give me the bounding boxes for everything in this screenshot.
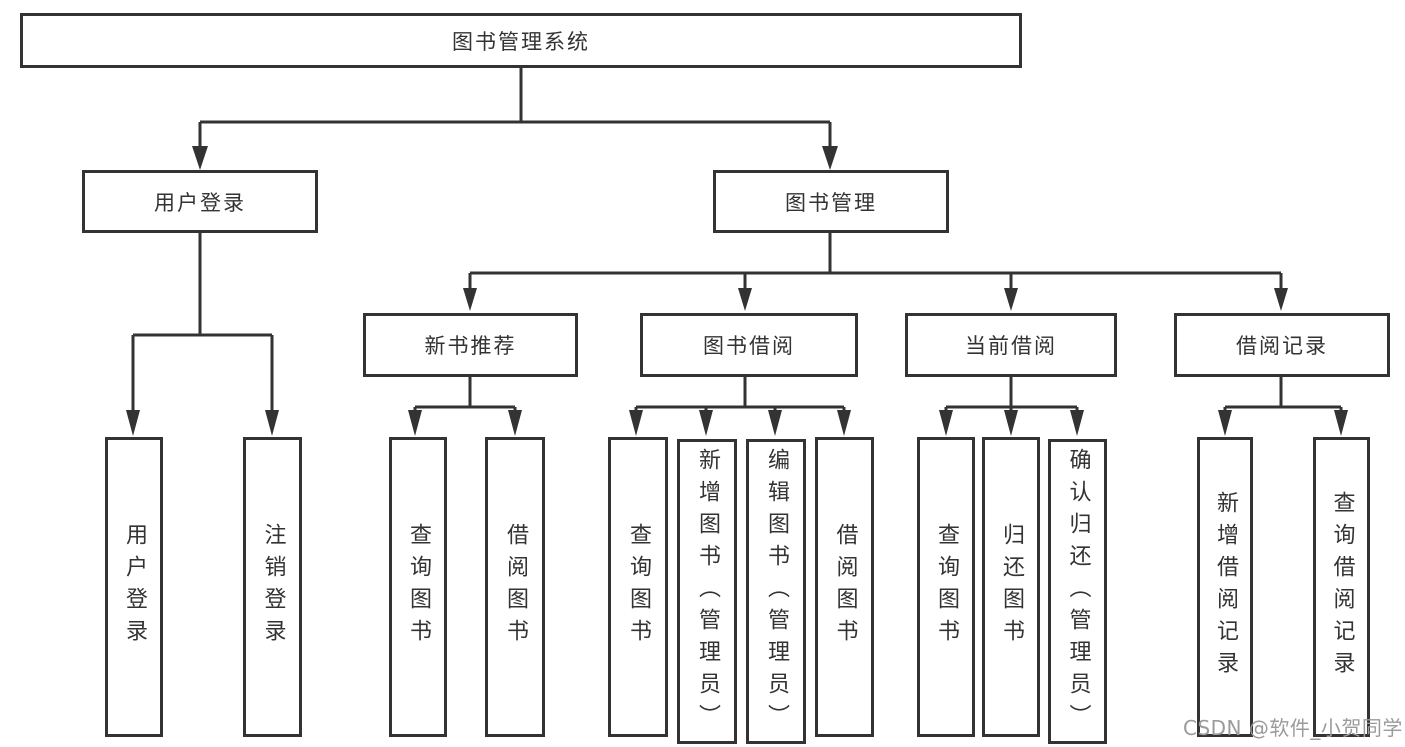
node-user-login: 用户登录	[82, 170, 318, 233]
node-book-management-label: 图书管理	[785, 190, 877, 215]
node-current-borrowing-label: 当前借阅	[965, 334, 1057, 358]
leaf-add-book-admin: 新增图书（管理员）	[677, 439, 737, 744]
leaf-query-borrow-record-label: 查询借阅记录	[1329, 491, 1355, 683]
leaf-add-book-admin-label: 新增图书（管理员）	[695, 447, 720, 736]
leaf-query-books-borrowing: 查询图书	[608, 437, 668, 737]
watermark: CSDN @软件_小贺同学	[1183, 716, 1403, 740]
node-borrowing-records-label: 借阅记录	[1236, 334, 1328, 358]
connector-book-borrowing-children	[629, 377, 851, 436]
leaf-query-books-borrowing-label: 查询图书	[626, 523, 651, 651]
leaf-edit-book-admin-label: 编辑图书（管理员）	[764, 447, 789, 736]
leaf-return-books: 归还图书	[982, 437, 1040, 737]
leaf-query-books-current-label: 查询图书	[934, 523, 959, 651]
connector-user-login-children	[126, 233, 279, 436]
connector-book-management-children	[463, 233, 1288, 311]
leaf-borrow-books-recommend-label: 借阅图书	[503, 523, 528, 651]
leaf-query-borrow-record: 查询借阅记录	[1313, 437, 1370, 737]
connector-borrowing-records-children	[1218, 377, 1348, 436]
leaf-borrow-books-borrowing-label: 借阅图书	[832, 523, 858, 651]
leaf-borrow-books-recommend: 借阅图书	[485, 437, 545, 737]
leaf-user-login: 用户登录	[105, 437, 163, 737]
node-book-management: 图书管理	[713, 170, 949, 233]
node-new-book-recommend-label: 新书推荐	[424, 334, 517, 358]
leaf-borrow-books-borrowing: 借阅图书	[815, 437, 874, 737]
node-current-borrowing: 当前借阅	[905, 313, 1117, 377]
connector-current-borrowing-children	[939, 377, 1084, 436]
leaf-add-borrow-record-label: 新增借阅记录	[1213, 491, 1238, 683]
leaf-query-books-recommend: 查询图书	[389, 437, 447, 737]
leaf-user-login-label: 用户登录	[122, 523, 147, 651]
node-borrowing-records: 借阅记录	[1174, 313, 1390, 377]
connector-new-book-recommend-children	[408, 377, 522, 436]
node-new-book-recommend: 新书推荐	[363, 313, 578, 377]
leaf-confirm-return-admin-label: 确认归还（管理员）	[1065, 447, 1091, 736]
node-library-system: 图书管理系统	[20, 13, 1022, 68]
leaf-query-books-recommend-label: 查询图书	[406, 523, 431, 651]
leaf-return-books-label: 归还图书	[999, 523, 1024, 651]
node-book-borrowing-label: 图书借阅	[703, 334, 795, 358]
leaf-logout-label: 注销登录	[260, 523, 286, 651]
leaf-add-borrow-record: 新增借阅记录	[1197, 437, 1253, 737]
leaf-edit-book-admin: 编辑图书（管理员）	[746, 439, 806, 744]
node-user-login-label: 用户登录	[154, 190, 246, 215]
connector-root-to-level1	[192, 68, 838, 170]
leaf-confirm-return-admin: 确认归还（管理员）	[1048, 439, 1107, 744]
node-book-borrowing: 图书借阅	[640, 313, 858, 377]
node-library-system-label: 图书管理系统	[452, 29, 590, 54]
leaf-logout: 注销登录	[243, 437, 302, 737]
leaf-query-books-current: 查询图书	[917, 437, 975, 737]
